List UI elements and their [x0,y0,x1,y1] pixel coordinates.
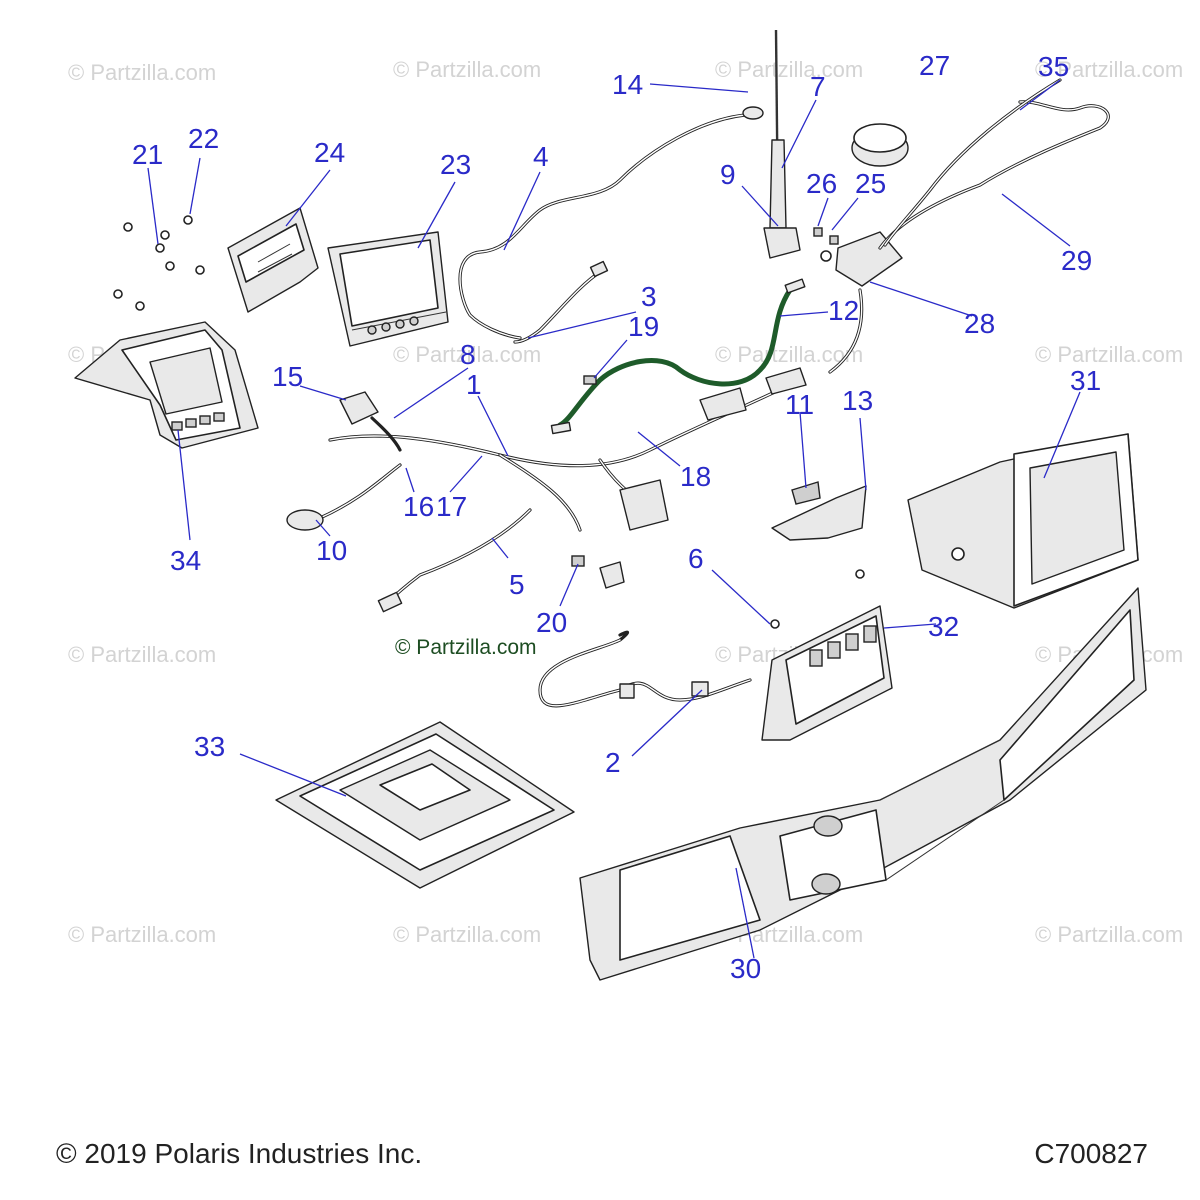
callout-23: 23 [440,149,471,180]
callout-5: 5 [509,569,525,600]
callout-22: 22 [188,123,219,154]
part-main-harness [328,367,807,532]
part-ground-strap [550,278,806,435]
part-display [327,231,449,347]
callout-15: 15 [272,361,303,392]
part-dash-bezel [74,321,259,449]
part-screw-6 [770,569,865,629]
callout-32: 32 [928,611,959,642]
callout-28: 28 [964,308,995,339]
watermark: © Partzilla.com [393,922,541,947]
part-bracket-13 [771,481,867,541]
callout-29: 29 [1061,245,1092,276]
part-display-bracket [227,207,319,313]
callout-18: 18 [680,461,711,492]
part-small-hardware [813,227,839,262]
watermark: © Partzilla.com [715,57,863,82]
leader-lines [147,79,1081,959]
center-watermark: © Partzilla.com [395,636,537,659]
part-cable-35 [828,78,1110,374]
watermark: © Partzilla.com [1035,57,1183,82]
callout-13: 13 [842,385,873,416]
callout-14: 14 [612,69,643,100]
callout-3: 3 [641,281,657,312]
callout-33: 33 [194,731,225,762]
callout-30: 30 [730,953,761,984]
part-gps-receiver [835,231,903,287]
part-dash-frame [579,587,1147,981]
callout-labels: 21 22 24 23 4 14 7 9 26 25 27 35 29 28 1… [132,50,1101,984]
watermark: © Partzilla.com [393,57,541,82]
part-switch-15 [339,391,402,452]
watermark: © Partzilla.com [68,60,216,85]
callout-34: 34 [170,545,201,576]
callout-35: 35 [1038,51,1069,82]
callout-17: 17 [436,491,467,522]
callout-8: 8 [460,339,476,370]
part-antenna [763,29,801,259]
part-fastener-19 [583,375,597,385]
callout-21: 21 [132,139,163,170]
part-cap-27 [851,123,909,167]
part-glove-box [907,433,1139,609]
watermark: © Partzilla.com [1035,922,1183,947]
part-switch-panel [761,605,893,741]
callout-9: 9 [720,159,736,190]
callout-20: 20 [536,607,567,638]
watermark: © Partzilla.com [1035,342,1183,367]
part-screws [113,215,205,311]
callout-16: 16 [403,491,434,522]
part-storage-tray [275,721,575,889]
callout-1: 1 [466,369,482,400]
watermark: © Partzilla.com [68,922,216,947]
part-cable-5 [377,508,532,613]
diagram-code: C700827 [1034,1138,1148,1169]
callout-12: 12 [828,295,859,326]
callout-7: 7 [810,71,826,102]
callout-25: 25 [855,168,886,199]
part-antenna-cable [458,106,764,340]
callout-2: 2 [605,747,621,778]
callout-11: 11 [785,389,814,420]
part-cable-3 [513,260,609,344]
part-clip-20 [571,555,625,589]
callout-6: 6 [688,543,704,574]
callout-24: 24 [314,137,345,168]
watermark: © Partzilla.com [68,642,216,667]
watermark: © Partzilla.com [393,342,541,367]
part-sensor-10 [286,463,402,531]
footer-copyright: © 2019 Polaris Industries Inc. [56,1138,423,1169]
callout-4: 4 [533,141,549,172]
callout-27: 27 [919,50,950,81]
callout-26: 26 [806,168,837,199]
callout-19: 19 [628,311,659,342]
callout-31: 31 [1070,365,1101,396]
callout-10: 10 [316,535,347,566]
